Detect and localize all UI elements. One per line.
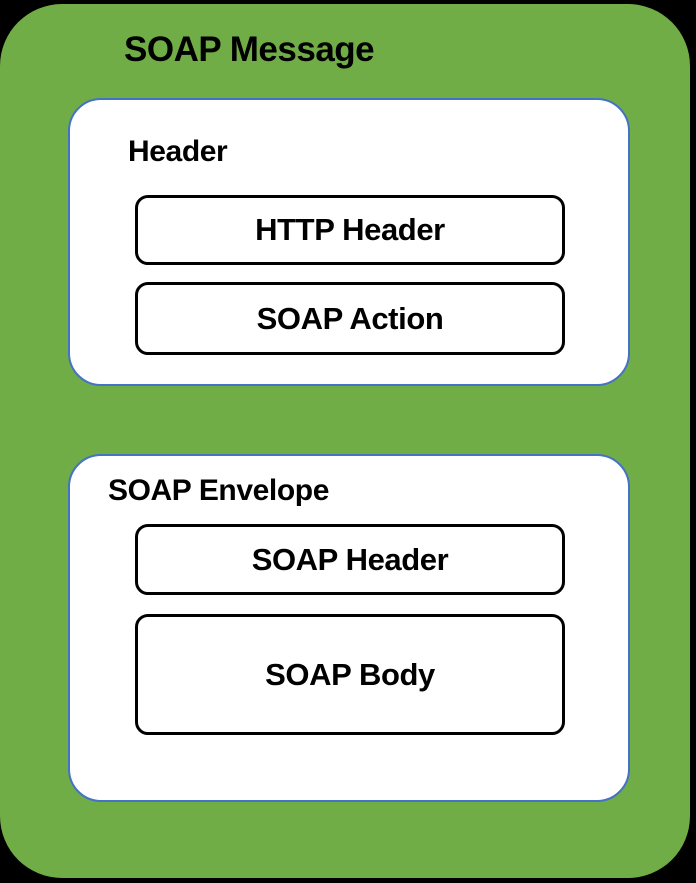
- http-header-label: HTTP Header: [255, 212, 445, 247]
- soap-body-box: SOAP Body: [135, 614, 565, 735]
- header-section-panel: Header HTTP Header SOAP Action: [68, 98, 630, 386]
- soap-action-box: SOAP Action: [135, 282, 565, 355]
- soap-envelope-section-panel: SOAP Envelope SOAP Header SOAP Body: [68, 454, 630, 802]
- http-header-box: HTTP Header: [135, 195, 565, 265]
- soap-header-box: SOAP Header: [135, 524, 565, 595]
- soap-envelope-section-label: SOAP Envelope: [108, 474, 329, 507]
- soap-header-label: SOAP Header: [251, 541, 449, 577]
- soap-body-label: SOAP Body: [265, 656, 435, 692]
- diagram-title: SOAP Message: [124, 30, 375, 69]
- soap-action-label: SOAP Action: [256, 300, 444, 336]
- soap-message-container: SOAP Message Header HTTP Header SOAP Act…: [0, 4, 690, 878]
- header-section-label: Header: [128, 135, 228, 168]
